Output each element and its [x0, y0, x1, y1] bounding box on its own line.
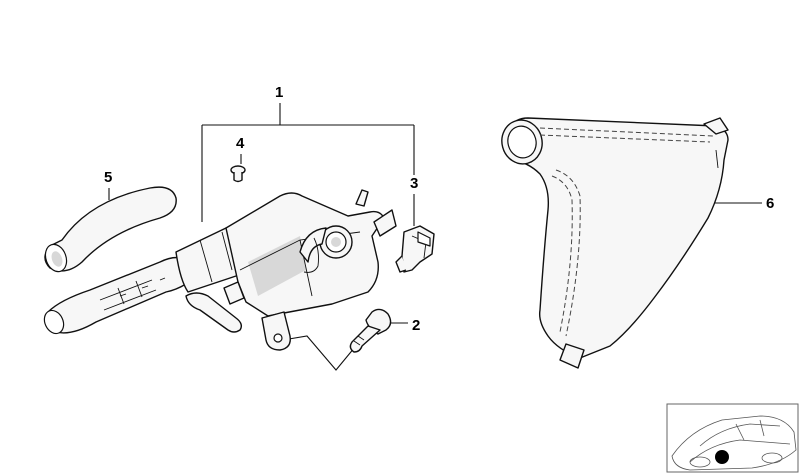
- callout-5[interactable]: 5: [104, 169, 112, 186]
- callout-6[interactable]: 6: [766, 195, 774, 212]
- part-2-bolt[interactable]: [349, 308, 392, 353]
- gaiter-stitch-top-2: [539, 134, 711, 143]
- callout-3[interactable]: 3: [410, 175, 418, 192]
- part-4-screw[interactable]: [230, 165, 246, 183]
- vehicle-locator-thumbnail: [666, 403, 799, 473]
- location-marker: [715, 450, 729, 464]
- callout-1[interactable]: 1: [275, 84, 283, 101]
- leader-1-bracket: [201, 103, 415, 222]
- callout-4[interactable]: 4: [236, 135, 245, 152]
- part-6-gaiter[interactable]: [497, 116, 729, 369]
- callout-2[interactable]: 2: [412, 317, 420, 334]
- gaiter-stitch-side: [555, 169, 581, 337]
- leader-lines: [108, 103, 762, 371]
- gaiter-stitch-side-2: [551, 175, 573, 333]
- part-1-lever-assembly[interactable]: [41, 189, 397, 351]
- part-5-handle-grip[interactable]: [42, 186, 177, 274]
- part-3-bracket-clip[interactable]: [395, 225, 435, 273]
- leader-zigzag: [282, 335, 356, 371]
- gaiter-stitch-top: [539, 127, 715, 137]
- car-outline: [671, 415, 797, 471]
